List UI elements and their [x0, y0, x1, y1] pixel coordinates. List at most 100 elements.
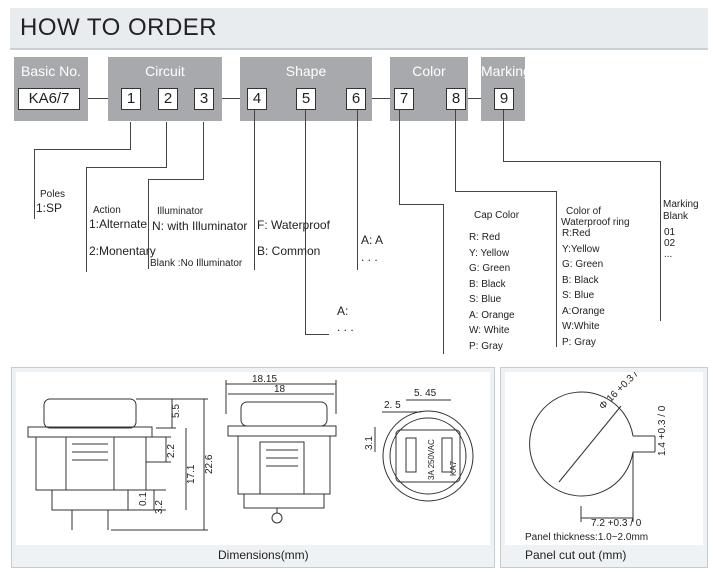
- ring-color-option: S: Blue: [562, 290, 595, 301]
- marking-title-2: Blank: [663, 211, 689, 222]
- dim-22-6: 22.6: [204, 454, 215, 474]
- leader-line: [305, 110, 306, 335]
- ring-color-title-2: Waterproof ring: [561, 217, 630, 228]
- illuminator-with: N: with Illuminator: [152, 219, 248, 233]
- pos6-dots: . . .: [361, 250, 378, 264]
- leader-line: [203, 122, 204, 180]
- cap-color-option: B: Black: [469, 278, 506, 290]
- marking-title-1: Marking: [663, 199, 699, 210]
- leader-line: [660, 161, 661, 321]
- marking-label: Marking: [481, 63, 531, 79]
- basic-no-label: Basic No.: [21, 63, 81, 79]
- leader-line: [556, 191, 557, 347]
- dim-5-5: 5.5: [171, 404, 182, 418]
- ring-color-option: Y:Yellow: [562, 243, 600, 255]
- pos5-dots: . . .: [337, 320, 354, 334]
- dimensions-caption: Dimensions(mm): [218, 548, 309, 562]
- leader-line: [34, 149, 35, 219]
- leader-line: [357, 110, 358, 270]
- ring-color-option: P: Gray: [562, 336, 596, 348]
- panel-cutout-caption: Panel cut out (mm): [525, 548, 627, 562]
- shape-digit-6: 6: [346, 88, 366, 110]
- leader-line: [455, 191, 556, 192]
- cap-color-option: A: Orange: [469, 309, 515, 321]
- dimensions-drawing: 18.15 18 5.5 2.2 17.1 22.6 0.1 3.2 3.1 2…: [27, 374, 474, 531]
- leader-line: [148, 179, 204, 180]
- leader-line: [86, 167, 87, 272]
- pos5-a: A:: [337, 304, 349, 318]
- dim-18: 18: [274, 384, 286, 395]
- dimensions-panel: 18.15 18 5.5 2.2 17.1 22.6 0.1 3.2 3.1 2…: [11, 367, 495, 568]
- poles-title: Poles: [40, 189, 66, 200]
- cap-color-title: Cap Color: [474, 210, 520, 221]
- poles-value: 1:SP: [36, 201, 63, 215]
- dimensions-drawing-area: 18.15 18 5.5 2.2 17.1 22.6 0.1 3.2 3.1 2…: [16, 372, 490, 545]
- panel-thickness: Panel thickness:1.0~2.0mm: [525, 532, 648, 543]
- leader-line: [503, 110, 504, 162]
- dim-0-1: 0.1: [138, 492, 149, 506]
- leader-line: [148, 179, 149, 269]
- dim-18-15: 18.15: [252, 374, 277, 385]
- color-digit-8: 8: [446, 88, 466, 110]
- ring-color-title-1: Color of: [566, 206, 602, 217]
- model-text: KA7: [449, 460, 458, 476]
- cap-color-option: Y: Yellow: [469, 247, 510, 259]
- action-alternate: 1:Alternate: [89, 217, 148, 231]
- leader-line: [130, 122, 131, 150]
- leader-line: [166, 122, 167, 168]
- action-title: Action: [93, 205, 121, 216]
- ring-color-option: W:White: [562, 321, 600, 332]
- pos6-a: A: A: [361, 233, 384, 247]
- cap-color-option: G: Green: [469, 263, 511, 274]
- circuit-digit-3: 3: [194, 88, 214, 110]
- cap-color-option: W: White: [469, 325, 510, 336]
- cap-color-option: R: Red: [469, 232, 501, 243]
- circuit-digit-1: 1: [121, 88, 141, 110]
- separator-dash: [372, 98, 390, 99]
- marking-option: 01: [664, 227, 676, 238]
- leader-line: [399, 110, 400, 205]
- basic-no-value: KA6/7: [18, 88, 80, 110]
- header-bar: HOW TO ORDER: [10, 8, 708, 50]
- shape-waterproof: F: Waterproof: [257, 218, 330, 232]
- page-title: HOW TO ORDER: [20, 14, 218, 41]
- dim-2-5: 2. 5: [384, 400, 401, 411]
- dim-3-1: 3.1: [364, 436, 375, 450]
- dim-17-1: 17.1: [186, 464, 197, 484]
- separator-dash: [468, 98, 481, 99]
- ring-color-option: A:Orange: [562, 305, 605, 317]
- ring-color-option: G: Green: [562, 259, 604, 270]
- cap-color-option: S: Blue: [469, 294, 502, 305]
- rating-text: 3A 250VAC: [427, 439, 436, 480]
- shape-digit-4: 4: [247, 88, 267, 110]
- leader-line: [305, 334, 329, 335]
- marking-digit-9: 9: [494, 88, 514, 110]
- circuit-label: Circuit: [145, 63, 185, 79]
- cap-color-option: P: Gray: [469, 340, 503, 352]
- leader-line: [455, 110, 456, 192]
- dim-5-45: 5. 45: [414, 388, 437, 399]
- panel-cutout-drawing-area: Φ 16 +0.3 / 0 1.4 +0.3 / 0 7.2 +0.3 / 0 …: [505, 372, 703, 545]
- panel-cutout-panel: Φ 16 +0.3 / 0 1.4 +0.3 / 0 7.2 +0.3 / 0 …: [500, 367, 708, 568]
- circuit-digit-2: 2: [158, 88, 178, 110]
- marking-option: ...: [664, 249, 673, 260]
- leader-line: [399, 204, 443, 205]
- dim-3-2: 3.2: [154, 500, 165, 514]
- leader-line: [34, 149, 131, 150]
- marking-option: 02: [664, 238, 676, 249]
- dim-2-2: 2.2: [166, 444, 177, 458]
- leader-line: [503, 161, 660, 162]
- shape-common: B: Common: [257, 244, 321, 258]
- ring-color-option: B: Black: [562, 274, 599, 286]
- illuminator-title: Illuminator: [157, 206, 204, 217]
- shape-label: Shape: [285, 63, 327, 79]
- shape-digit-5: 5: [296, 88, 316, 110]
- leader-line: [443, 204, 444, 354]
- separator-dash: [222, 98, 240, 99]
- cutout-7-2: 7.2 +0.3 / 0: [591, 518, 642, 529]
- leader-line: [86, 167, 167, 168]
- action-momentary: 2:Monentary: [89, 244, 156, 258]
- panel-cutout-drawing: Φ 16 +0.3 / 0 1.4 +0.3 / 0 7.2 +0.3 / 0 …: [525, 372, 668, 543]
- color-label: Color: [412, 63, 446, 79]
- ring-color-option: R:Red: [562, 228, 591, 239]
